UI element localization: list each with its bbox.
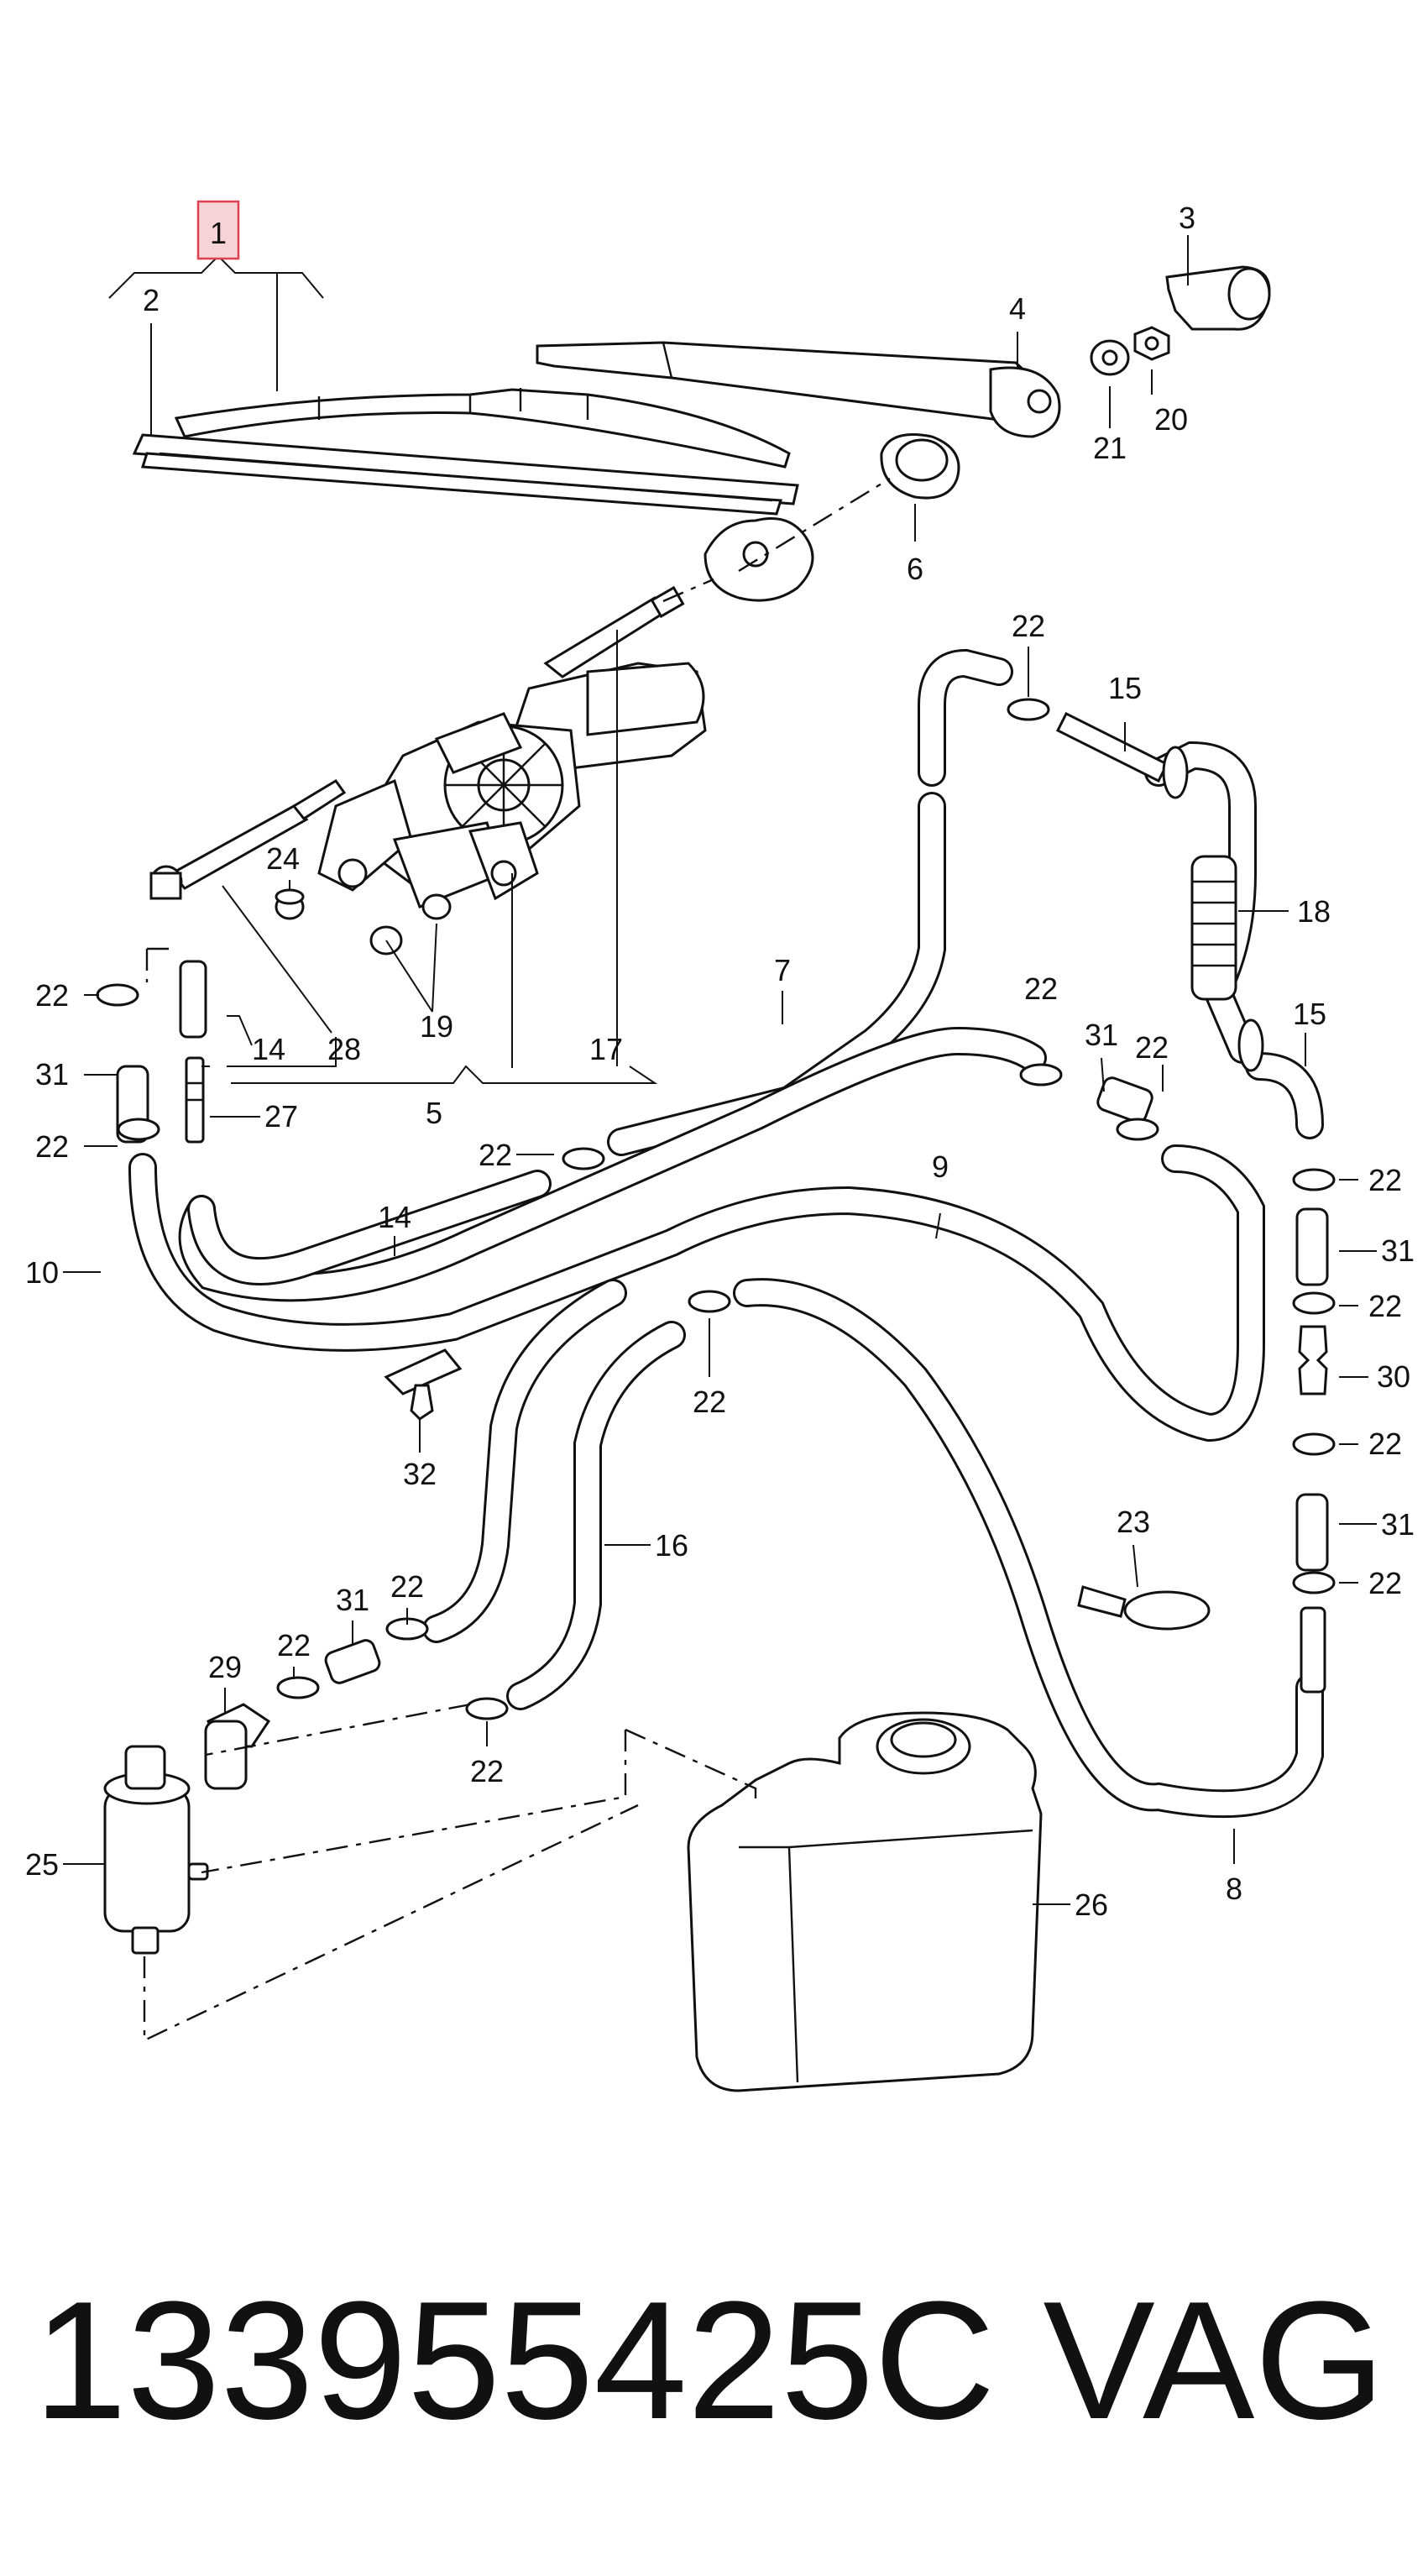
washer-pump <box>103 1745 209 1955</box>
rubber-seal <box>704 517 814 602</box>
callout-5[interactable]: 5 <box>426 1096 442 1130</box>
callout-28[interactable]: 28 <box>327 1032 361 1066</box>
callout-18[interactable]: 18 <box>1297 894 1331 929</box>
callout-17[interactable]: 17 <box>589 1032 623 1066</box>
arm-cap <box>1165 265 1271 331</box>
callout-20[interactable]: 20 <box>1154 402 1188 437</box>
callout-23[interactable]: 23 <box>1117 1505 1150 1539</box>
callout-31-a[interactable]: 31 <box>1085 1018 1118 1052</box>
callout-1-highlight <box>196 200 240 260</box>
wiper-blade <box>132 388 799 516</box>
callout-22-h[interactable]: 22 <box>693 1385 726 1419</box>
callout-31-d[interactable]: 31 <box>1381 1507 1415 1542</box>
motor-linkage <box>149 779 347 900</box>
callout-24[interactable]: 24 <box>266 841 300 876</box>
callout-31-e[interactable]: 31 <box>336 1583 369 1617</box>
part-number: 133955425C <box>34 2267 996 2454</box>
callout-27[interactable]: 27 <box>264 1099 298 1134</box>
washer-reservoir <box>687 1711 1043 2092</box>
wiper-shaft <box>543 585 685 678</box>
callout-3[interactable]: 3 <box>1179 201 1195 235</box>
callout-6[interactable]: 6 <box>907 552 923 586</box>
grommet <box>880 433 960 500</box>
brand-label: VAG <box>1043 2267 1385 2454</box>
callout-22-j[interactable]: 22 <box>390 1569 424 1604</box>
wiper-arm <box>536 341 1061 438</box>
callout-21[interactable]: 21 <box>1093 431 1127 465</box>
callout-22-b[interactable]: 22 <box>1024 971 1058 1006</box>
callout-15-lower[interactable]: 15 <box>1293 997 1326 1031</box>
connector-pipes <box>116 960 1329 1790</box>
motor-bushing <box>275 888 305 920</box>
callout-9[interactable]: 9 <box>932 1149 949 1184</box>
callout-22-k[interactable]: 22 <box>1368 1566 1402 1600</box>
callout-7[interactable]: 7 <box>774 953 791 987</box>
callout-22-c[interactable]: 22 <box>1135 1030 1169 1065</box>
callout-29[interactable]: 29 <box>208 1650 242 1684</box>
assembly-lines <box>143 477 891 2042</box>
callout-30[interactable]: 30 <box>1377 1359 1410 1394</box>
callout-labels: 1 2 3 4 20 21 6 22 15 18 24 28 14 19 17 … <box>25 200 1415 1922</box>
callout-8[interactable]: 8 <box>1226 1872 1242 1906</box>
callout-4[interactable]: 4 <box>1009 291 1026 326</box>
hose-clip <box>384 1348 463 1421</box>
callout-19[interactable]: 19 <box>420 1009 453 1044</box>
callout-14-upper[interactable]: 14 <box>252 1032 285 1066</box>
callout-22-i[interactable]: 22 <box>1368 1427 1402 1461</box>
mounting-grommets <box>369 893 452 956</box>
callout-10[interactable]: 10 <box>25 1255 59 1290</box>
check-valve-and-bellows <box>1055 711 1264 1072</box>
wiper-motor <box>317 662 707 908</box>
callout-22-top[interactable]: 22 <box>1012 609 1045 643</box>
callout-16[interactable]: 16 <box>655 1528 688 1563</box>
callout-1[interactable]: 1 <box>210 216 227 250</box>
callout-25[interactable]: 25 <box>25 1847 59 1882</box>
callout-26[interactable]: 26 <box>1075 1887 1108 1922</box>
hose-clamps <box>96 698 1336 1720</box>
nut-and-washer <box>1090 326 1170 376</box>
callout-32[interactable]: 32 <box>403 1457 437 1491</box>
callout-15-top[interactable]: 15 <box>1108 671 1142 705</box>
callout-22-d[interactable]: 22 <box>35 1129 69 1164</box>
callout-2[interactable]: 2 <box>143 283 160 317</box>
callout-22-l[interactable]: 22 <box>277 1628 311 1662</box>
callout-22-f[interactable]: 22 <box>1368 1163 1402 1197</box>
callout-22-m[interactable]: 22 <box>470 1754 504 1788</box>
callout-31-c[interactable]: 31 <box>1381 1233 1415 1268</box>
callout-22-g[interactable]: 22 <box>1368 1289 1402 1323</box>
callout-31-b[interactable]: 31 <box>35 1057 69 1092</box>
callout-22-a[interactable]: 22 <box>35 978 69 1013</box>
callout-14-lower[interactable]: 14 <box>378 1200 411 1234</box>
washer-hoses <box>128 648 1324 1819</box>
callout-22-e[interactable]: 22 <box>479 1138 512 1172</box>
cable-strap <box>1077 1585 1211 1631</box>
